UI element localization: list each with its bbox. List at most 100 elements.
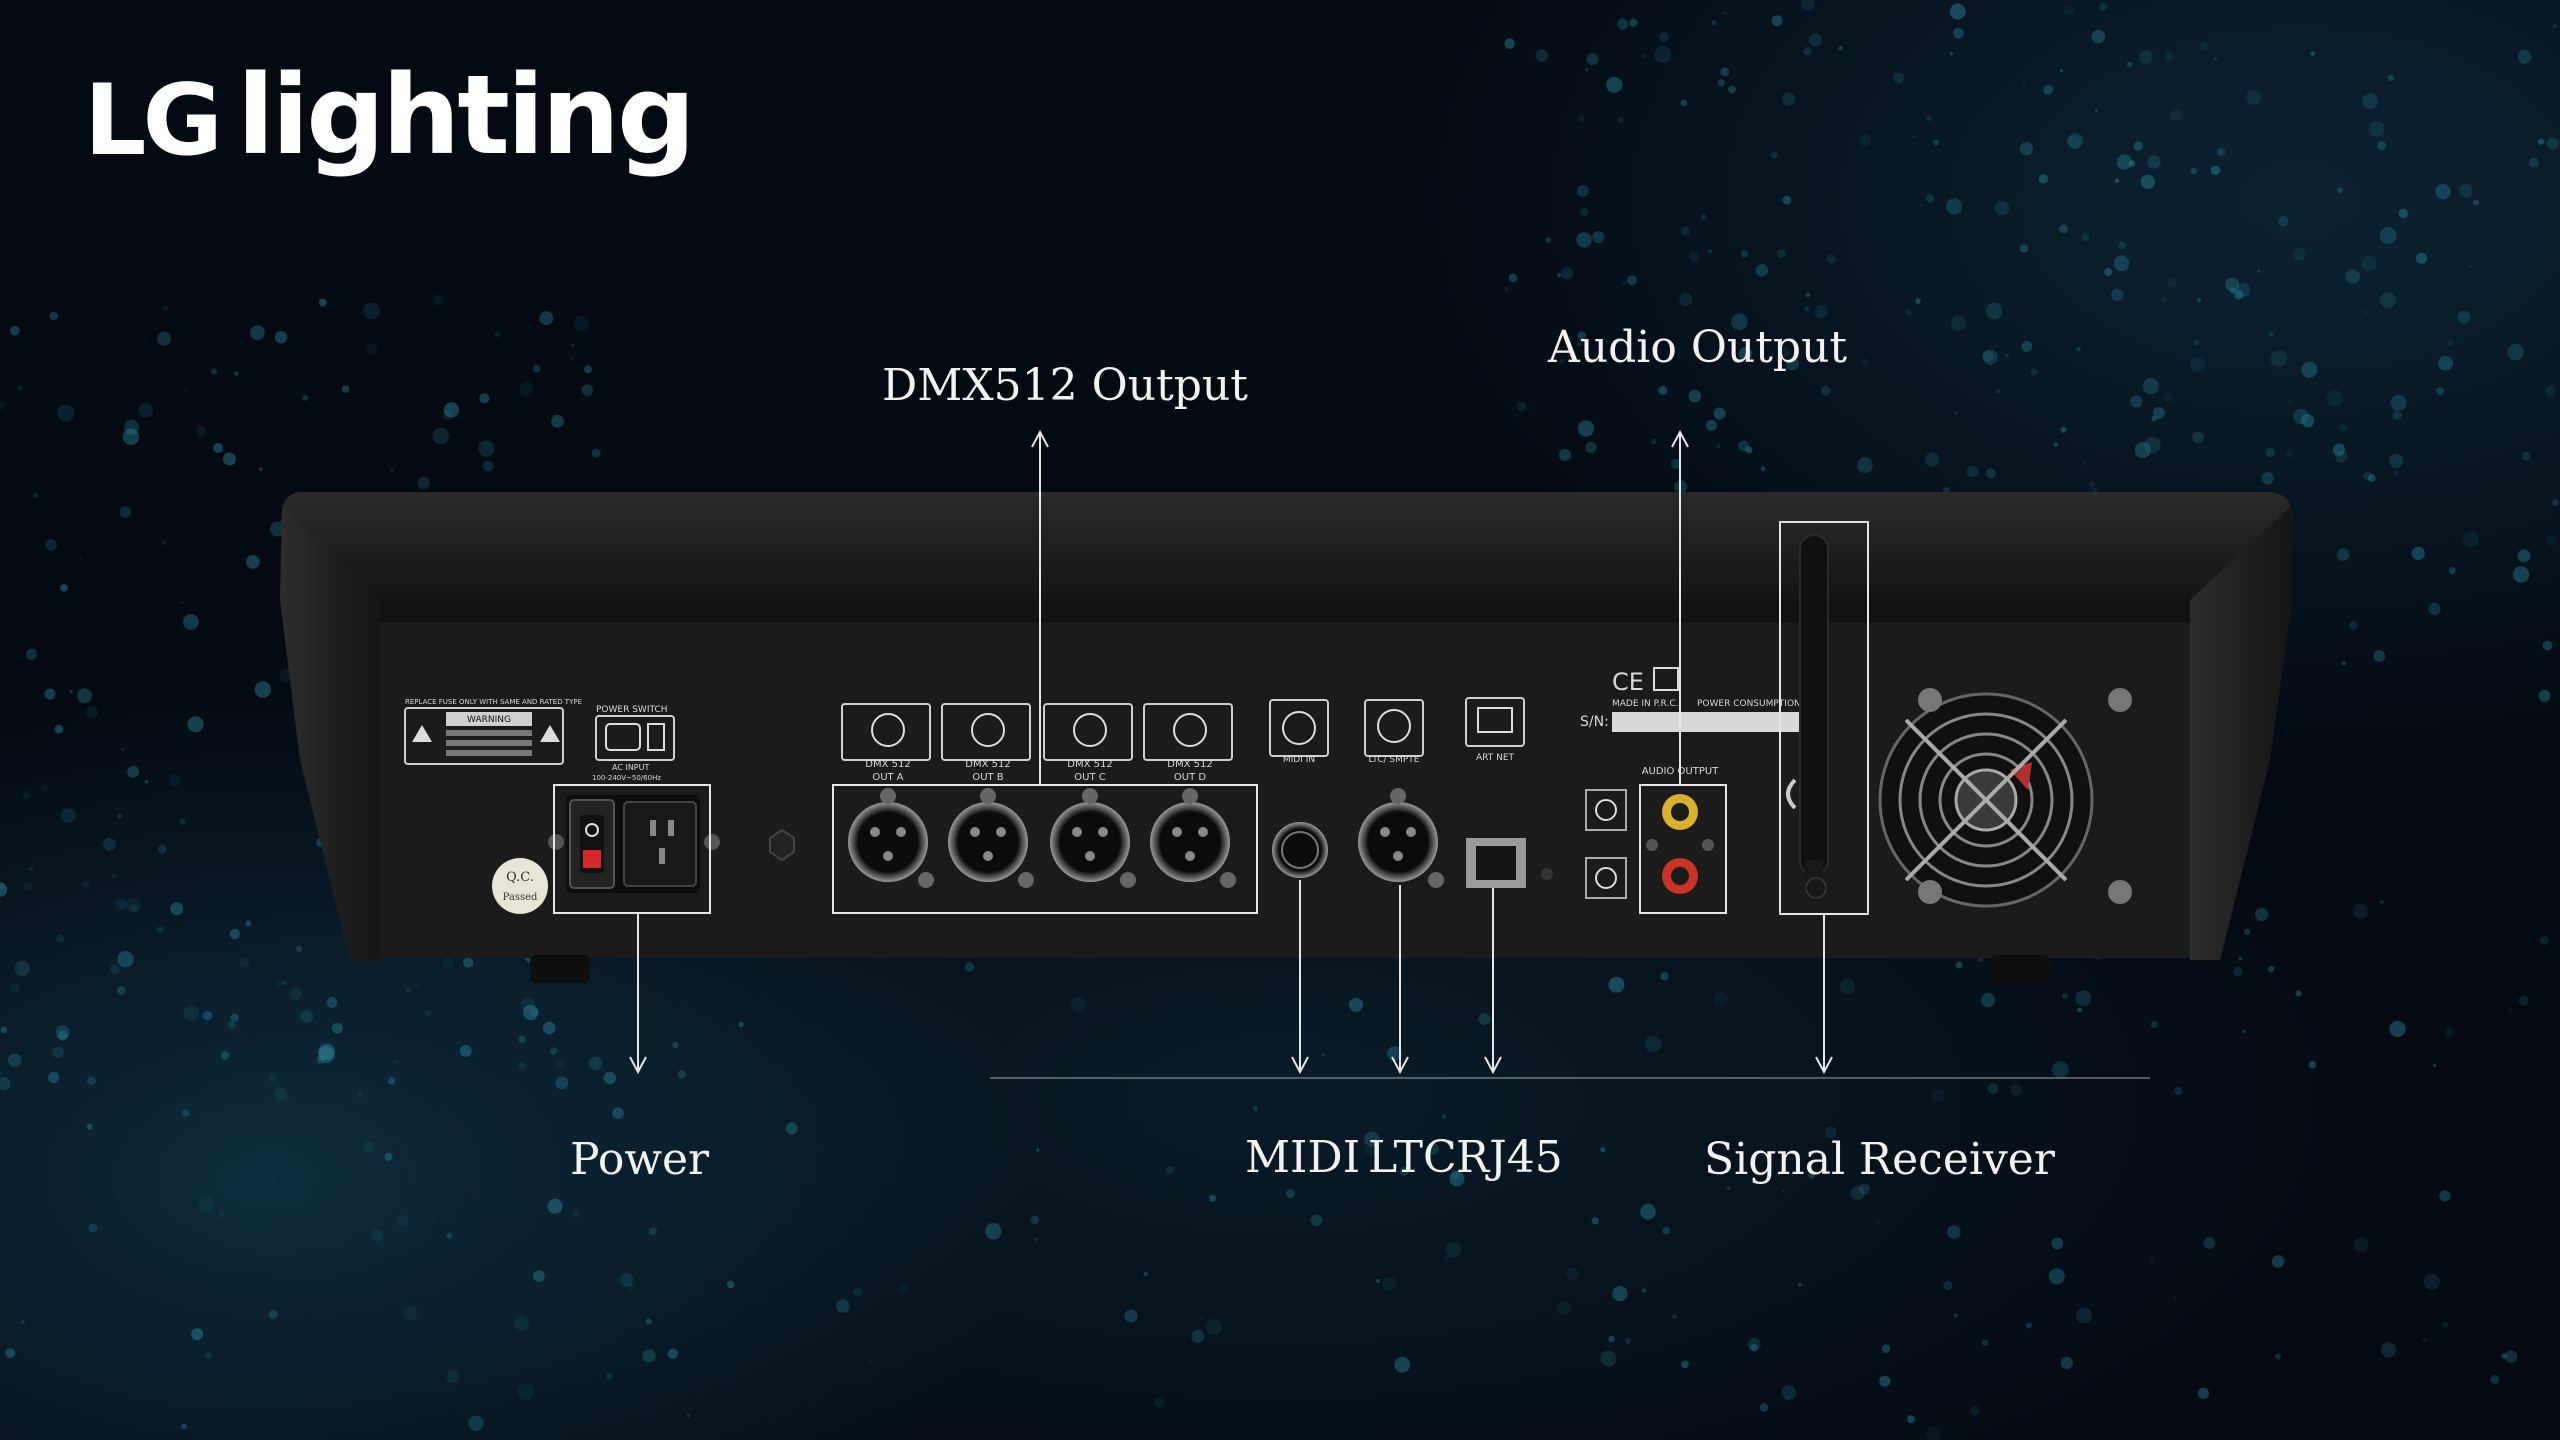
particle-dot [1858, 1183, 1870, 1195]
warning-label: REPLACE FUSE ONLY WITH SAME AND RATED TY… [404, 698, 582, 765]
particle-dot [869, 1360, 873, 1364]
particle-dot [1826, 254, 1836, 264]
particle-dot [2393, 470, 2399, 476]
particle-dot [549, 1047, 558, 1055]
particle-dot [2174, 1086, 2183, 1095]
particle-dot [1925, 194, 1935, 203]
particle-dot [2537, 138, 2545, 145]
particle-dot [274, 331, 288, 344]
particle-dot [1036, 1148, 1040, 1152]
particle-dot [117, 951, 134, 968]
particle-dot [1995, 389, 2001, 395]
particle-dot [2552, 499, 2559, 506]
particle-dot [1912, 135, 1916, 139]
particle-dot [1606, 76, 1623, 93]
particle-dot [2092, 487, 2098, 493]
made-in-text: MADE IN P.R.C. [1612, 699, 1678, 709]
particle-dot [316, 1055, 325, 1064]
particle-dot [1966, 465, 1979, 478]
particle-dot [332, 1022, 343, 1034]
particle-dot [539, 311, 554, 326]
particle-dot [581, 384, 594, 396]
particle-dot [2167, 277, 2177, 288]
dmx-label-text: DMX 512 [865, 759, 910, 770]
dmx-xlr-port [848, 788, 934, 888]
particle-dot [384, 1152, 393, 1161]
particle-dot [1924, 452, 1940, 468]
particle-dot [2271, 1255, 2285, 1268]
particle-dot [138, 402, 153, 418]
particle-dot [2369, 121, 2385, 137]
particle-dot [1449, 1171, 1465, 1187]
particle-dot [2353, 1237, 2369, 1253]
particle-dot [239, 957, 250, 968]
particle-dot [1708, 249, 1712, 253]
particle-dot [1771, 15, 1783, 27]
particle-dot [1981, 1339, 1989, 1346]
particle-dot [1585, 68, 1589, 72]
particle-dot [1622, 281, 1626, 285]
particle-dot [363, 1141, 375, 1153]
particle-dot [1861, 358, 1869, 366]
particle-dot [0, 401, 6, 410]
particle-dot [0, 1026, 7, 1034]
particle-dot [2214, 57, 2218, 61]
particle-dot [2246, 90, 2262, 105]
particle-dot [130, 904, 139, 912]
particle-dot [2043, 84, 2054, 95]
particle-dot [2197, 1387, 2209, 1399]
particle-dot [530, 1008, 539, 1017]
particle-dot [2254, 907, 2269, 922]
dmx-label-box [941, 703, 1031, 761]
xlr-symbol-icon [1173, 713, 1207, 747]
particle-dot [1839, 978, 1856, 995]
particle-dot [1586, 53, 1599, 66]
particle-dot [1722, 10, 1728, 16]
particle-dot [218, 1210, 225, 1218]
particle-dot [1585, 441, 1597, 454]
particle-dot [1747, 1337, 1761, 1352]
particle-dot [2508, 1008, 2512, 1012]
particle-dot [677, 1070, 686, 1079]
particle-dot [726, 1280, 735, 1289]
particle-dot [2436, 387, 2445, 396]
serial-label: S/N: [1580, 714, 1609, 730]
particle-dot [115, 898, 128, 910]
particle-dot [357, 1092, 363, 1098]
particle-dot [14, 960, 30, 977]
particle-dot [269, 521, 285, 537]
particle-dot [1987, 1083, 1999, 1094]
particle-dot [1387, 1046, 1402, 1061]
particle-dot [2269, 331, 2275, 337]
particle-dot [603, 1071, 616, 1085]
particle-dot [1876, 1220, 1881, 1225]
particle-dot [1838, 45, 1843, 51]
particle-dot [2352, 903, 2369, 920]
dmx-label-box [1143, 703, 1233, 761]
particle-dot [1713, 407, 1726, 420]
particle-dot [612, 1107, 624, 1119]
particle-dot [282, 980, 288, 986]
particle-dot [2153, 406, 2165, 419]
particle-dot [2190, 356, 2206, 373]
particle-dot [1850, 1186, 1865, 1201]
particle-dot [119, 506, 132, 518]
particle-dot [1641, 1288, 1647, 1293]
particle-dot [318, 1046, 335, 1064]
particle-dot [570, 343, 575, 348]
particle-dot [230, 1013, 239, 1022]
particle-dot [2521, 451, 2531, 461]
particle-dot [48, 1071, 60, 1083]
particle-dot [2442, 1322, 2449, 1328]
particle-dot [551, 414, 564, 428]
callout-lines [629, 429, 1833, 1075]
particle-dot [1558, 449, 1572, 462]
particle-dot [54, 724, 64, 734]
logo-wordmark: lighting [236, 51, 696, 179]
particle-dot [1915, 298, 1921, 304]
particle-dot [1738, 440, 1749, 452]
particle-dot [2030, 368, 2038, 376]
particle-dot [2439, 1190, 2451, 1202]
particle-dot [1803, 47, 1812, 56]
particle-dot [183, 387, 188, 392]
